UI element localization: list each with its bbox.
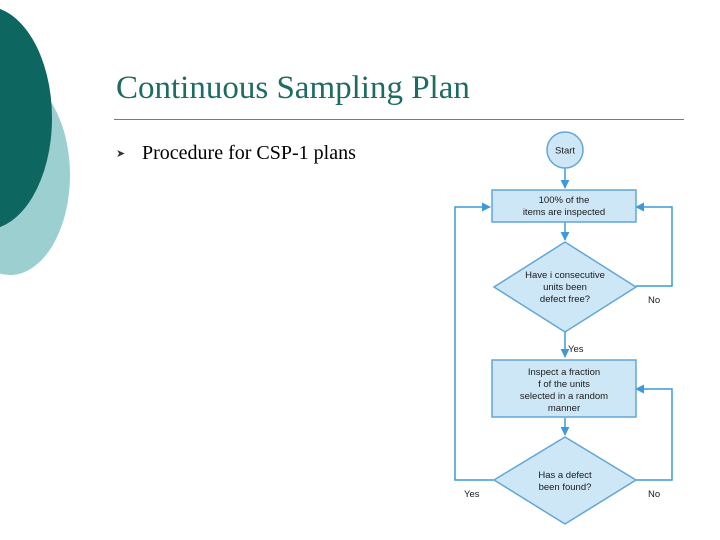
decorative-circles (0, 8, 70, 275)
inspect-all-line-2: items are inspected (523, 207, 605, 218)
csp1-flowchart: Start 100% of the items are inspected Ha… (454, 131, 673, 525)
defect-line-1: Has a defect (538, 470, 592, 481)
arrow-bullet-icon: ➤ (116, 147, 126, 160)
consecutive-yes-label: Yes (568, 344, 584, 355)
inspect-fraction-box: Inspect a fraction f of the units select… (491, 359, 637, 418)
consecutive-line-1: Have i consecutive (525, 270, 605, 281)
defect-no-label: No (648, 489, 660, 500)
slide-title: Continuous Sampling Plan (116, 70, 470, 106)
consecutive-line-2: units been (543, 282, 587, 293)
defect-decision: Has a defect been found? (492, 436, 638, 525)
fraction-line-4: manner (548, 403, 580, 414)
fraction-line-3: selected in a random (520, 391, 608, 402)
fraction-line-2: f of the units (538, 379, 590, 390)
dark-teal-circle (0, 8, 52, 228)
consecutive-line-3: defect free? (540, 294, 590, 305)
title-divider (114, 119, 684, 120)
consecutive-decision: Have i consecutive units been defect fre… (492, 241, 638, 333)
arrow-decision-no-loop (635, 202, 673, 287)
consecutive-no-label: No (648, 295, 660, 306)
fraction-line-1: Inspect a fraction (528, 367, 600, 378)
start-label: Start (555, 146, 575, 157)
defect-yes-label: Yes (464, 489, 480, 500)
inspect-all-line-1: 100% of the (539, 195, 590, 206)
arrow-defect-no-loop (635, 384, 673, 481)
arrow-defect-yes-loop (454, 202, 494, 481)
bullet-text: Procedure for CSP-1 plans (142, 142, 356, 164)
defect-line-2: been found? (539, 482, 592, 493)
inspect-all-box: 100% of the items are inspected (491, 189, 637, 223)
start-node: Start (546, 131, 584, 169)
bullet-item: ➤ Procedure for CSP-1 plans (116, 142, 356, 165)
